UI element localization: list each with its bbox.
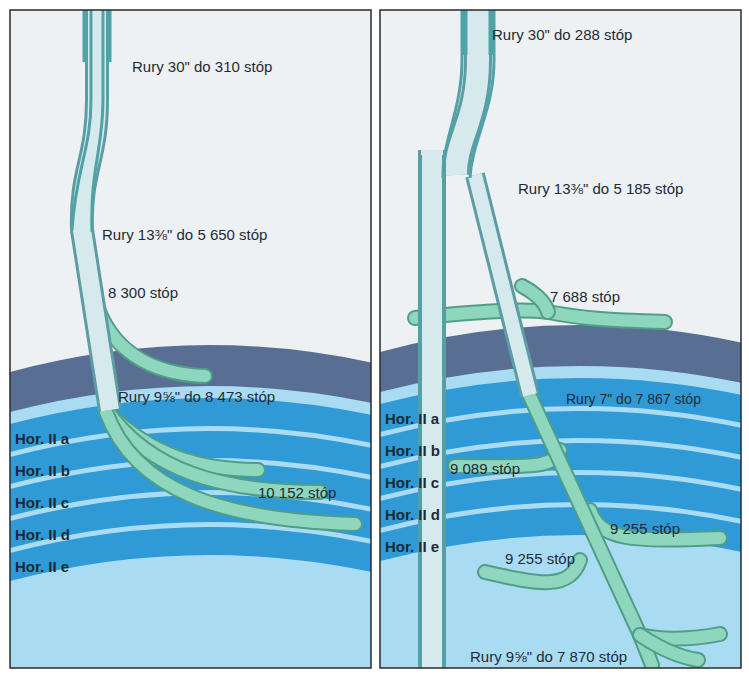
horizon-label: Hor. II a — [15, 430, 69, 448]
main-bore — [421, 10, 530, 668]
laterals — [95, 300, 355, 524]
depth-label: Rury 13⅜" do 5 650 stóp — [102, 226, 267, 244]
depth-label: 7 688 stóp — [550, 288, 620, 306]
horizon-label: Hor. II d — [385, 506, 440, 524]
horizon-label: Hor. II c — [15, 494, 69, 512]
depth-label: Rury 30" do 288 stóp — [492, 26, 632, 44]
depth-label: 9 089 stóp — [450, 460, 520, 478]
horizon-label: Hor. II b — [15, 462, 70, 480]
depth-label: 9 255 stóp — [505, 550, 575, 568]
panel-frame — [380, 10, 741, 668]
depth-label: Rury 13⅜" do 5 185 stóp — [518, 180, 683, 198]
depth-label: Rury 7" do 7 867 stóp — [566, 390, 701, 408]
horizon-label: Hor. II e — [385, 538, 439, 556]
horizon-label: Hor. II b — [385, 442, 440, 460]
right-panel — [380, 10, 741, 668]
horizon-label: Hor. II a — [385, 410, 439, 428]
horizon-label: Hor. II e — [15, 558, 69, 576]
depth-label: Rury 30" do 310 stóp — [132, 58, 272, 76]
depth-label: Rury 9⅝" do 7 870 stóp — [470, 648, 627, 666]
horizon-label: Hor. II c — [385, 474, 439, 492]
panel-frame — [10, 10, 371, 668]
depth-label: 10 152 stóp — [258, 484, 336, 502]
laterals — [415, 286, 720, 665]
horizon-label: Hor. II d — [15, 526, 70, 544]
depth-label: 8 300 stóp — [108, 284, 178, 302]
depth-label: 9 255 stóp — [610, 520, 680, 538]
depth-label: Rury 9⅝" do 8 473 stóp — [118, 388, 275, 406]
left-panel — [10, 10, 371, 668]
main-bore — [72, 10, 110, 410]
